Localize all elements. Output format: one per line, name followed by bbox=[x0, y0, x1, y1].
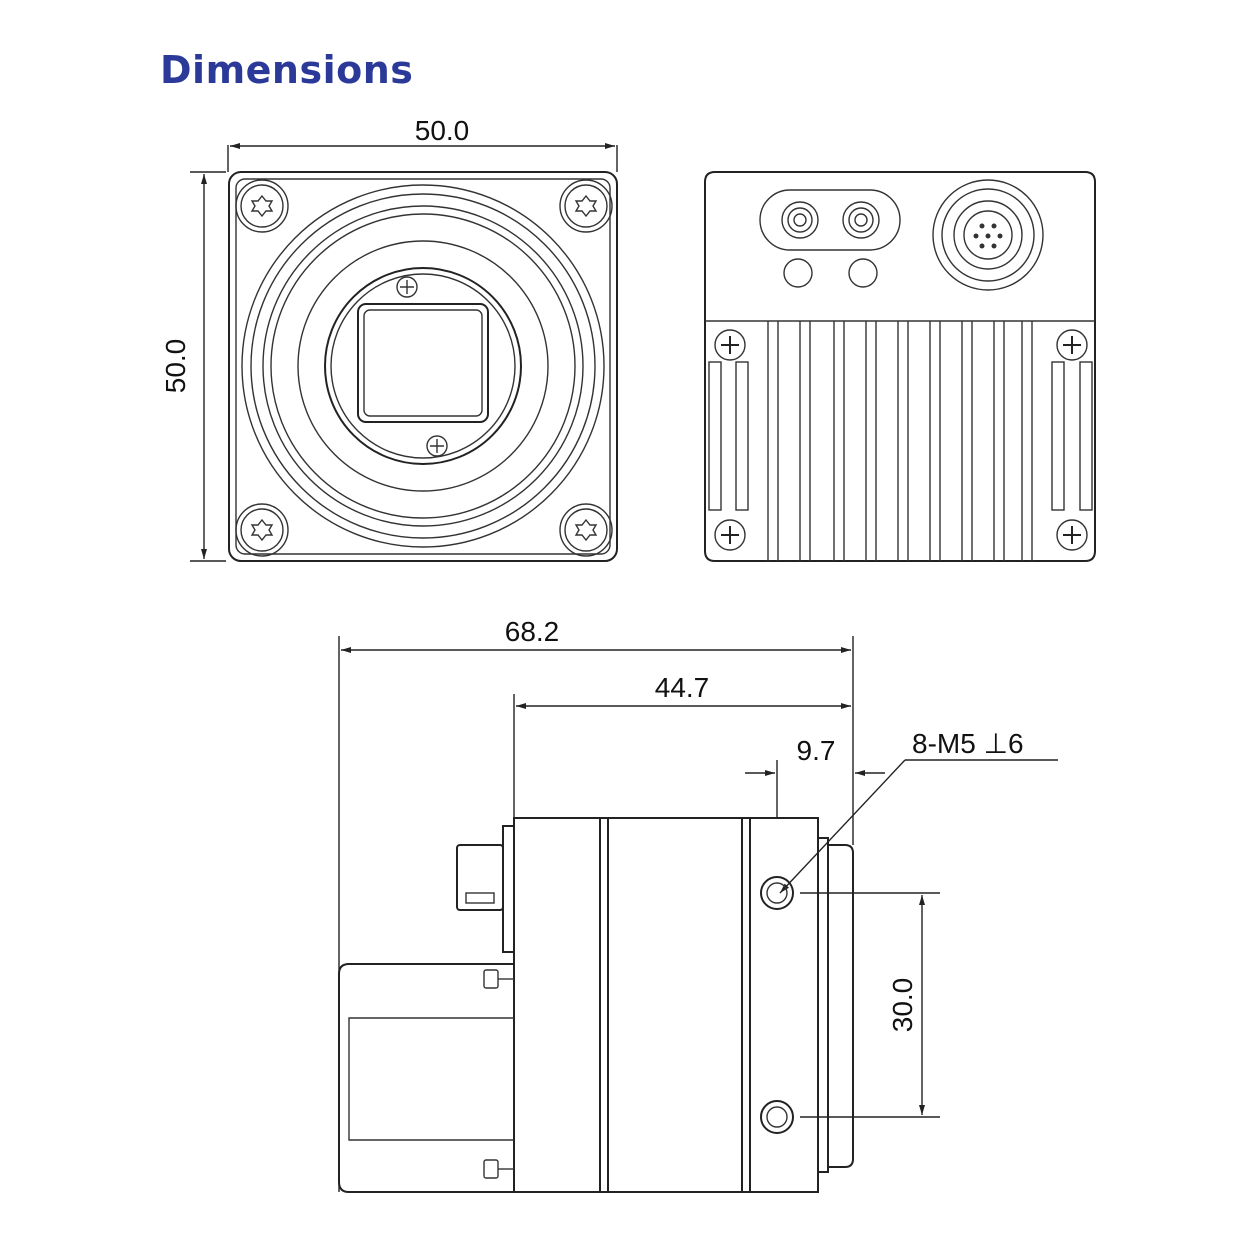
front-width-label: 50.0 bbox=[415, 115, 470, 146]
rear-screw-icon bbox=[1056, 519, 1088, 551]
side-hole-offset-label: 9.7 bbox=[797, 735, 836, 766]
rear-view bbox=[704, 171, 1096, 562]
lens-mount bbox=[241, 184, 605, 548]
mounting-hole-icon bbox=[760, 876, 794, 910]
power-io-connector bbox=[932, 179, 1044, 291]
page-title: Dimensions bbox=[160, 48, 414, 92]
rear-screw-icon bbox=[714, 519, 746, 551]
side-view: 68.2 44.7 9.7 8-M5 ⊥6 30.0 bbox=[338, 616, 1058, 1193]
front-height-label: 50.0 bbox=[160, 339, 191, 394]
mounting-hole-icon bbox=[760, 1100, 794, 1134]
hole-spec-label: 8-M5 ⊥6 bbox=[912, 728, 1024, 759]
rear-screw-icon bbox=[1056, 329, 1088, 361]
heatsink-fins bbox=[708, 321, 1093, 561]
hole-spacing-label: 30.0 bbox=[887, 978, 918, 1033]
corner-screw-icon bbox=[235, 179, 289, 233]
side-total-length-label: 68.2 bbox=[505, 616, 560, 647]
coax-connector-pair bbox=[759, 189, 901, 288]
rear-screw-icon bbox=[714, 329, 746, 361]
side-body-length-label: 44.7 bbox=[655, 672, 710, 703]
corner-screw-icon bbox=[235, 503, 289, 557]
corner-screw-icon bbox=[559, 179, 613, 233]
front-view: 50.0 50.0 bbox=[160, 115, 618, 562]
corner-screw-icon bbox=[559, 503, 613, 557]
